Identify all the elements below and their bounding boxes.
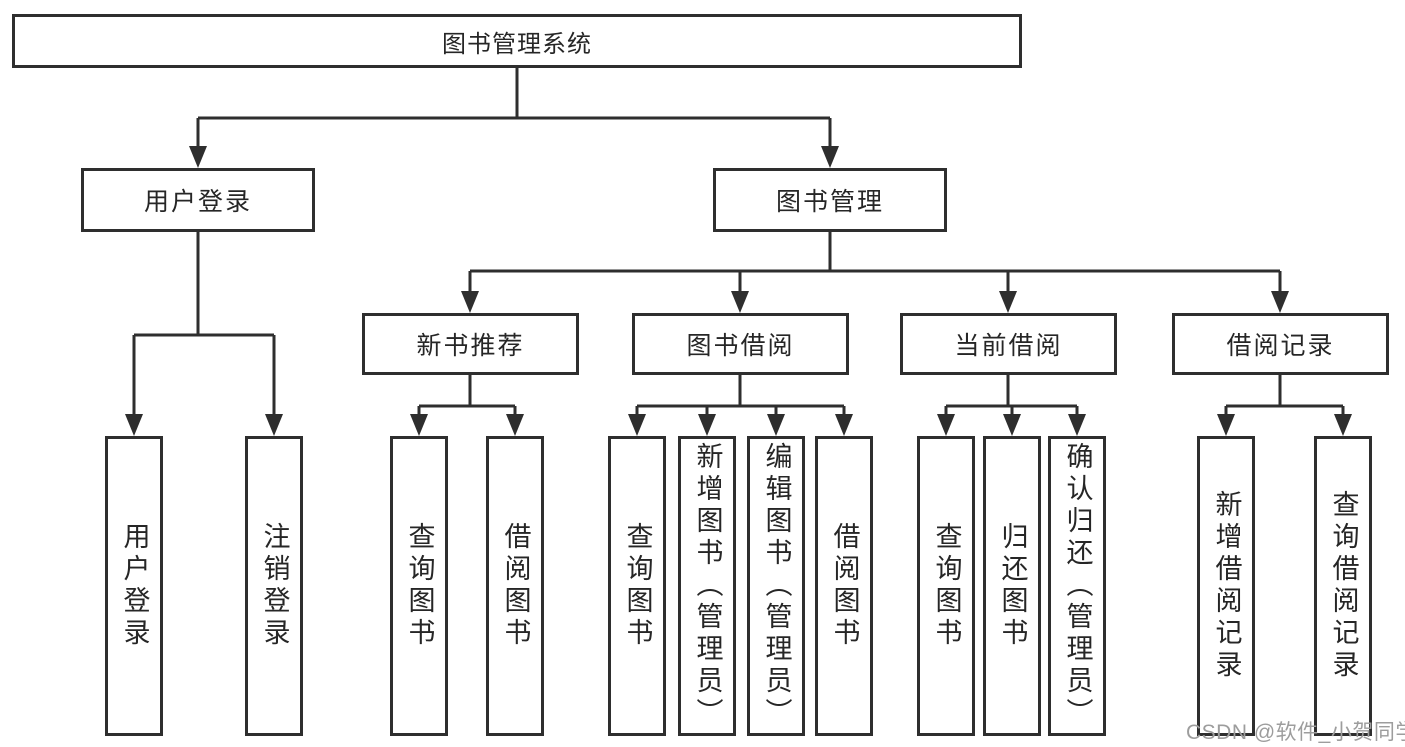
node-label: 用户登录 [143,188,252,216]
node-label: 新书推荐 [416,332,525,360]
node-library-management-system: 图书管理系统 [12,14,1022,68]
leaf-user-login: 用户登录 [105,436,163,736]
arrowheads [125,146,1352,436]
leaf-label: 归还图书 [997,522,1028,650]
node-new-book-recommend: 新书推荐 [362,313,579,375]
node-label: 借阅记录 [1226,332,1335,360]
leaf-label: 确认归还（管理员） [1062,442,1093,730]
node-borrowing-records: 借阅记录 [1172,313,1389,375]
node-book-management: 图书管理 [713,168,947,232]
leaf-add-borrow-record: 新增借阅记录 [1197,436,1255,736]
leaf-logout: 注销登录 [245,436,303,736]
leaf-label: 查询图书 [622,522,653,650]
leaf-label: 注销登录 [259,522,290,650]
leaf-label: 借阅图书 [500,522,531,650]
leaf-label: 用户登录 [119,522,150,650]
leaf-query-books-recommend: 查询图书 [390,436,448,736]
leaf-add-books-admin: 新增图书（管理员） [678,436,736,736]
leaf-query-books-borrowing: 查询图书 [608,436,666,736]
node-book-borrowing: 图书借阅 [632,313,849,375]
leaf-borrow-books: 借阅图书 [815,436,873,736]
leaf-query-borrow-record: 查询借阅记录 [1314,436,1372,736]
node-label: 图书借阅 [686,332,795,360]
node-user-login: 用户登录 [81,168,315,232]
leaf-label: 查询借阅记录 [1328,490,1359,682]
node-label: 图书管理系统 [442,30,592,58]
node-label: 当前借阅 [954,332,1063,360]
node-current-borrowing: 当前借阅 [900,313,1117,375]
leaf-label: 编辑图书（管理员） [761,442,792,730]
leaf-label: 查询图书 [404,522,435,650]
leaf-confirm-return-admin: 确认归还（管理员） [1048,436,1106,736]
leaf-return-books: 归还图书 [983,436,1041,736]
leaf-label: 新增图书（管理员） [692,442,723,730]
leaf-label: 借阅图书 [829,522,860,650]
leaf-label: 新增借阅记录 [1211,490,1242,682]
node-label: 图书管理 [775,188,884,216]
leaf-query-books-current: 查询图书 [917,436,975,736]
leaf-label: 查询图书 [931,522,962,650]
leaf-edit-books-admin: 编辑图书（管理员） [747,436,805,736]
leaf-borrow-books-recommend: 借阅图书 [486,436,544,736]
csdn-watermark: CSDN @软件_小贺同学 [1186,721,1405,744]
